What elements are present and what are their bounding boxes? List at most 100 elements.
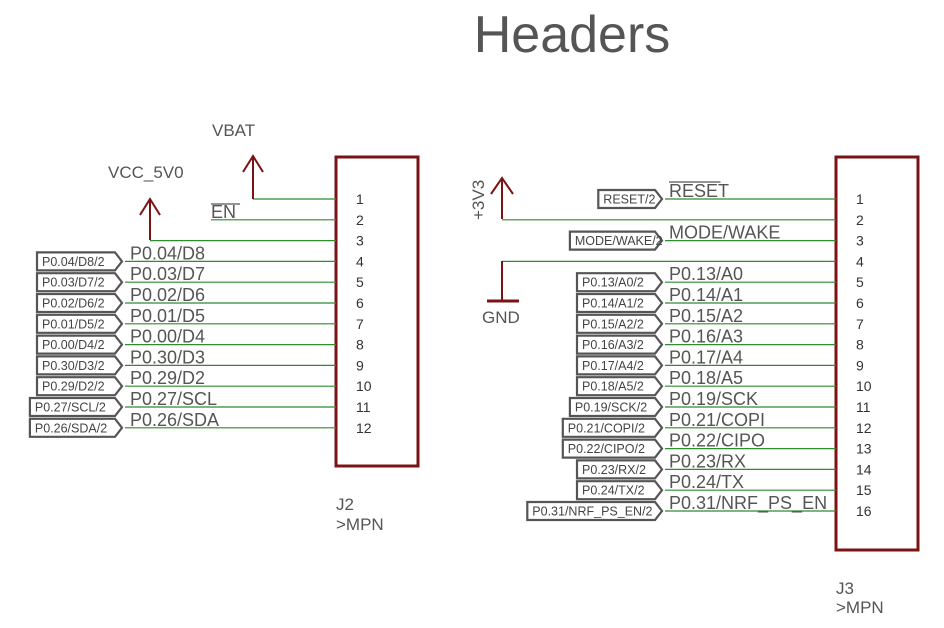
net-flag-text: RESET/2 (603, 193, 655, 207)
3v3-label: +3V3 (469, 180, 488, 220)
net-flag: P0.27/SCL/2 (28, 396, 124, 418)
net-flag-text: P0.14/A1/2 (582, 297, 644, 311)
net-label: P0.26/SDA (130, 410, 219, 430)
net-label: P0.02/D6 (130, 285, 205, 305)
net-flag-shape (568, 230, 664, 251)
j2-wires (125, 198, 336, 429)
pin-number: 8 (856, 337, 864, 353)
net-flag-shape (575, 313, 664, 334)
vcc-5v0-power-symbol: VCC_5V0 (108, 163, 184, 240)
pin-number: 4 (856, 253, 864, 269)
j3-ref: J3 (836, 579, 854, 598)
j2-ref: J2 (336, 495, 354, 514)
net-label: P0.31/NRF_PS_EN (669, 493, 827, 514)
pin-number: 1 (356, 191, 364, 207)
net-label: P0.21/COPI (669, 410, 765, 430)
page-title: Headers (474, 6, 671, 64)
net-flag: P0.21/COPI/2 (561, 417, 664, 438)
net-flag-text: P0.30/D3/2 (42, 359, 105, 373)
pin-number: 5 (356, 274, 364, 290)
pin-number: 6 (356, 295, 364, 311)
net-flag-shape (35, 376, 124, 397)
net-flag-text: P0.29/D2/2 (42, 380, 105, 394)
net-flag: P0.16/A3/2 (575, 334, 664, 355)
net-flag-text: P0.02/D6/2 (42, 297, 105, 311)
net-flag: P0.26/SDA/2 (28, 417, 124, 438)
net-flag-text: P0.21/COPI/2 (568, 421, 645, 435)
net-label: P0.18/A5 (669, 368, 743, 388)
net-flag-text: P0.31/NRF_PS_EN/2 (532, 505, 652, 519)
pin-number: 2 (356, 212, 364, 228)
en-net: EN (211, 202, 240, 222)
net-label: P0.23/RX (669, 451, 746, 471)
3v3-power-symbol: +3V3 (469, 176, 514, 220)
net-label: P0.01/D5 (130, 306, 205, 326)
net-flag-shape (575, 376, 664, 397)
pin-number: 14 (856, 461, 872, 477)
net-flag-shape (35, 313, 124, 334)
net-flag-shape (28, 417, 124, 438)
net-flag-shape (35, 355, 124, 376)
net-flag: P0.31/NRF_PS_EN/2 (526, 500, 664, 522)
pin-number: 8 (356, 337, 364, 353)
pin-number: 10 (856, 378, 872, 394)
net-flag-text: P0.03/D7/2 (42, 276, 105, 290)
net-label: P0.15/A2 (669, 306, 743, 326)
pin-number: 1 (856, 191, 864, 207)
net-flag: P0.04/D8/2 (35, 251, 124, 272)
net-flag: P0.00/D4/2 (35, 334, 124, 355)
net-flag-shape (575, 272, 664, 293)
net-flag-text: P0.15/A2/2 (582, 317, 644, 331)
net-flag-shape (575, 292, 664, 314)
net-flag-text: P0.00/D4/2 (42, 338, 105, 352)
net-flag: P0.24/TX/2 (575, 480, 664, 501)
j2-value: >MPN (336, 515, 384, 534)
net-flag-text: P0.13/A0/2 (582, 276, 644, 290)
j3-value: >MPN (836, 598, 884, 617)
net-label: P0.14/A1 (669, 285, 743, 305)
net-flag-text: P0.18/A5/2 (582, 380, 644, 394)
net-label: RESET (669, 181, 729, 201)
j3-net-labels: RESET/2 RESET MODE/WAKE/2 MODE/WAKE P0.13/A0… (526, 181, 827, 522)
net-flag: MODE/WAKE/2 (568, 230, 664, 251)
net-flag: P0.03/D7/2 (35, 272, 124, 293)
net-flag-text: P0.23/RX/2 (582, 463, 646, 477)
net-flag: P0.15/A2/2 (575, 313, 664, 334)
pin-number: 4 (356, 253, 364, 269)
net-flag: P0.29/D2/2 (35, 376, 124, 397)
pin-number: 16 (856, 503, 872, 519)
pin-number: 10 (356, 378, 372, 394)
gnd-label: GND (482, 308, 520, 327)
pin-number: 2 (856, 212, 864, 228)
net-flag: P0.01/D5/2 (35, 313, 124, 334)
pin-number: 15 (856, 482, 872, 498)
net-label: P0.30/D3 (130, 347, 205, 367)
net-flag-shape (575, 334, 664, 355)
net-label: P0.17/A4 (669, 347, 743, 367)
vcc-5v0-label: VCC_5V0 (108, 163, 184, 182)
net-flag-shape (561, 438, 664, 459)
pin-number: 5 (856, 274, 864, 290)
net-flag-shape (35, 272, 124, 293)
vbat-power-symbol: VBAT (212, 121, 264, 199)
pin-number: 11 (856, 399, 871, 415)
net-flag-text: MODE/WAKE/2 (575, 234, 663, 248)
net-label: P0.19/SCK (669, 389, 758, 409)
net-flag-shape (28, 396, 124, 418)
net-flag: P0.14/A1/2 (575, 292, 664, 314)
net-flag-text: P0.16/A3/2 (582, 338, 644, 352)
net-label: MODE/WAKE (669, 223, 780, 243)
pin-number: 7 (856, 316, 864, 332)
pin-number: 9 (856, 357, 864, 373)
net-label: P0.22/CIPO (669, 431, 765, 451)
net-flag-text: P0.22/CIPO/2 (568, 442, 645, 456)
net-flag-shape (568, 396, 664, 418)
net-flag-shape (526, 500, 664, 522)
net-flag-shape (575, 459, 664, 480)
j3-body (834, 155, 920, 552)
